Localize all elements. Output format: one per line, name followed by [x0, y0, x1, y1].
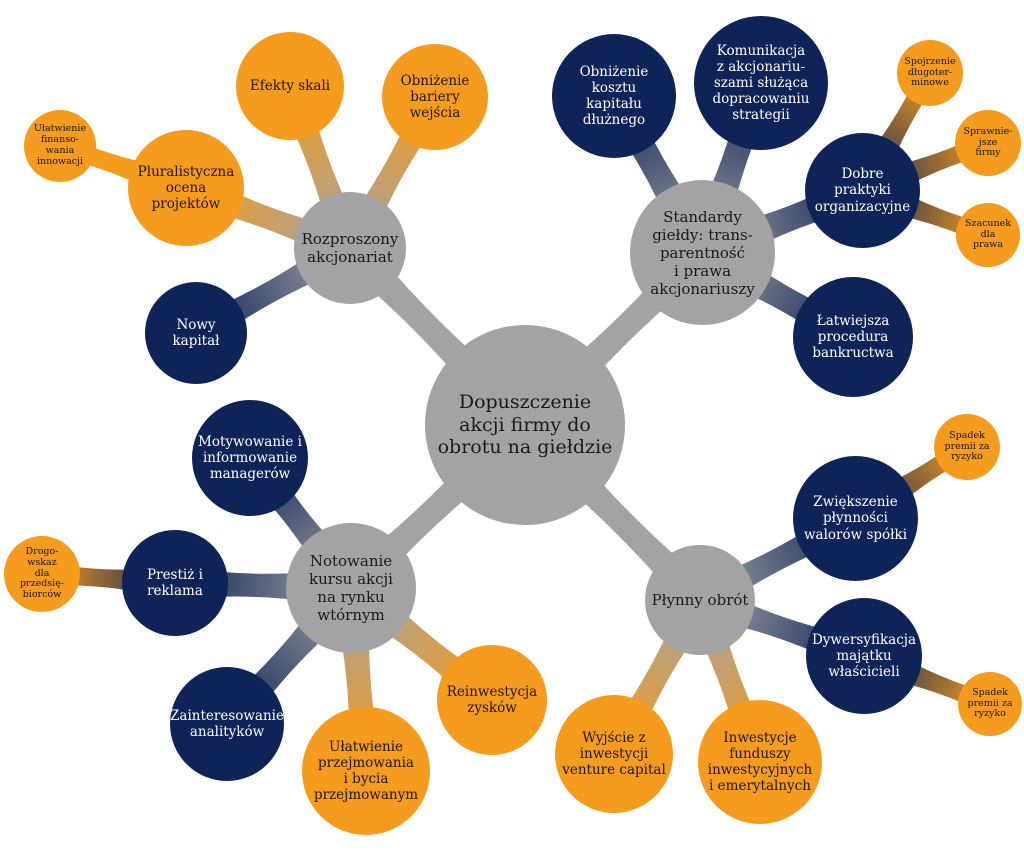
- leaf-motywowanie-managerow: Motywowanie i informowanie managerów: [192, 400, 308, 516]
- leaf-nowy-kapital: Nowy kapitał: [145, 282, 247, 384]
- leaf-sprawniejsze-firmy: Sprawnie- jsze firmy: [955, 110, 1021, 176]
- leaf-latwiejsza-procedura-bankructwa: Łatwiejsza procedura bankructwa: [793, 277, 913, 397]
- leaf-prestiz-i-reklama: Prestiż i reklama: [122, 530, 228, 636]
- leaf-inwestycje-funduszy: Inwestycje funduszy inwestycyjnych i eme…: [698, 700, 822, 824]
- leaf-efekty-skali: Efekty skali: [236, 32, 344, 140]
- leaf-dobre-praktyki-organizacyjne: Dobre praktyki organizacyjne: [805, 133, 920, 248]
- leaf-reinwestycja-zyskow: Reinwestycja zysków: [437, 645, 547, 755]
- leaf-pluralistyczna-ocena-projektow: Pluralistyczna ocena projektów: [128, 130, 244, 246]
- leaf-obnizenie-kosztu-kapitalu: Obniżenie kosztu kapitału dłużnego: [552, 34, 676, 158]
- leaf-komunikacja-z-akcjonariuszami: Komunikacja z akcjonariu- szami służąca …: [694, 16, 828, 150]
- leaf-spojrzenie-dlugoterminowe: Spojrzenie długoter- minowe: [897, 40, 963, 106]
- leaf-wyjscie-z-inwestycji-vc: Wyjście z inwestycji venture capital: [555, 695, 673, 813]
- branch-standardy-gieldy: Standardy giełdy: trans- parentność i pr…: [630, 180, 775, 325]
- leaf-obnizenie-bariery-wejscia: Obniżenie bariery wejścia: [382, 44, 488, 150]
- leaf-spadek-premii-za-ryzyko-2: Spadek premii za ryzyko: [958, 672, 1022, 736]
- branch-notowanie-kursu: Notowanie kursu akcji na rynku wtórnym: [286, 523, 416, 653]
- branch-rozproszony-akcjonariat: Rozproszony akcjonariat: [294, 192, 406, 304]
- leaf-szacunek-dla-prawa: Szacunek dla prawa: [956, 203, 1020, 267]
- leaf-dywersyfikacja-majatku: Dywersyfikacja majątku właścicieli: [806, 598, 922, 714]
- leaf-spadek-premii-za-ryzyko-1: Spadek premii za ryzyko: [934, 414, 1000, 480]
- central-node: Dopuszczenie akcji firmy do obrotu na gi…: [425, 325, 625, 525]
- leaf-zainteresowanie-analitykow: Zainteresowanie analityków: [170, 667, 284, 781]
- leaf-ulatwienie-finansowania-innowacji: Ułatwienie finanso- wania innowacji: [24, 110, 96, 182]
- leaf-zwiekszenie-plynnosci: Zwiększenie płynności walorów spółki: [793, 456, 918, 581]
- branch-plynny-obrot: Płynny obrót: [645, 545, 755, 655]
- leaf-ulatwienie-przejmowania: Ułatwienie przejmowania i bycia przejmow…: [302, 707, 430, 835]
- leaf-drogowskaz-dla-przedsiebiorcow: Drogo- wskaz dla przedsię- biorców: [4, 536, 80, 612]
